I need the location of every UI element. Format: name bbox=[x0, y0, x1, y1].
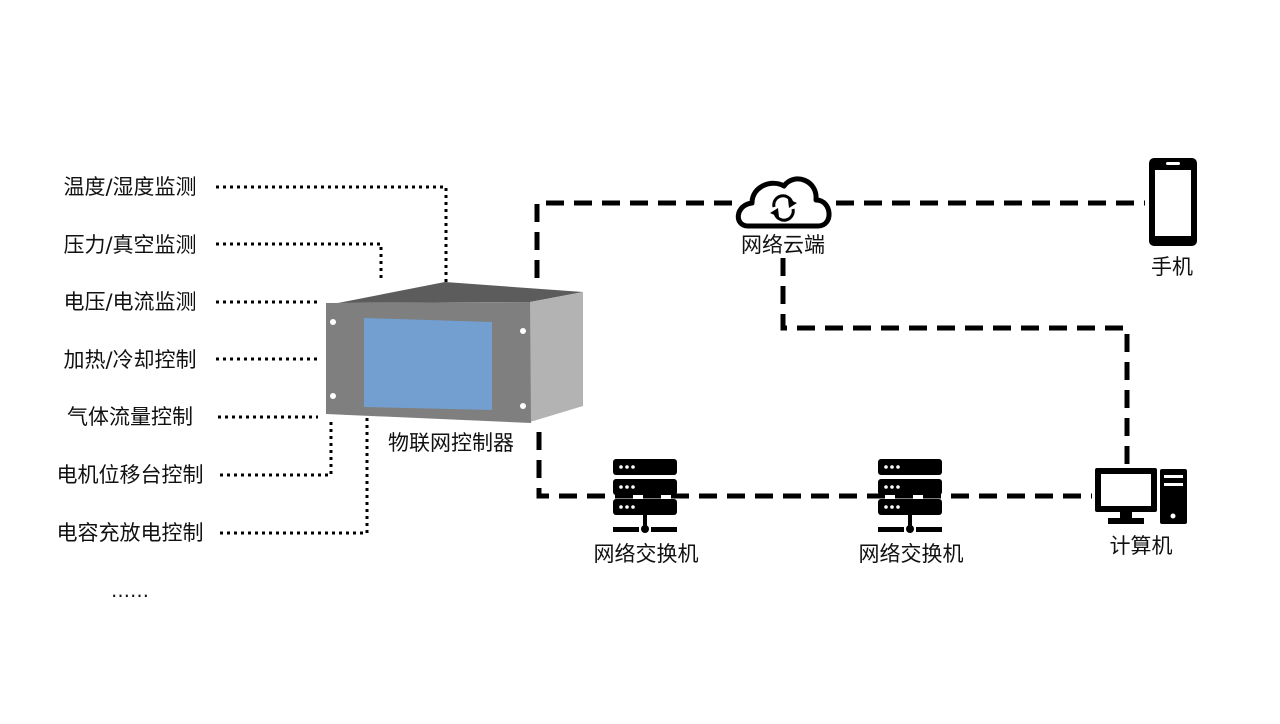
device-screw-icon bbox=[520, 328, 526, 334]
device-screen bbox=[364, 318, 492, 410]
link-cloud-computer bbox=[780, 258, 1130, 465]
monitor-item-voltage-current: 电压/电流监测 bbox=[63, 290, 196, 314]
sensor-connector-lines bbox=[216, 185, 448, 535]
computer-icon bbox=[1095, 468, 1187, 524]
switch-icon bbox=[613, 459, 677, 533]
link-controller-cloud bbox=[534, 200, 740, 278]
switch-label: 网络交换机 bbox=[594, 542, 699, 566]
monitor-item-pressure-vacuum: 压力/真空监测 bbox=[63, 233, 196, 257]
monitor-item-heating-cooling: 加热/冷却控制 bbox=[63, 348, 196, 372]
connector-motor bbox=[220, 418, 333, 477]
connector-capacitor bbox=[220, 418, 369, 535]
monitor-item-gas-flow: 气体流量控制 bbox=[67, 405, 193, 429]
cloud-label: 网络云端 bbox=[741, 233, 825, 257]
switch-icon bbox=[878, 459, 942, 533]
device-top-face bbox=[338, 282, 583, 303]
phone-icon bbox=[1149, 158, 1197, 246]
monitor-item-capacitor: 电容充放电控制 bbox=[57, 521, 204, 545]
phone-label: 手机 bbox=[1151, 255, 1193, 279]
monitor-item-temperature-humidity: 温度/湿度监测 bbox=[63, 175, 196, 199]
device-screw-icon bbox=[330, 393, 336, 399]
connector-pressure bbox=[216, 242, 383, 282]
cloud-icon bbox=[735, 176, 832, 229]
device-screw-icon bbox=[520, 403, 526, 409]
monitor-item-motor-stage: 电机位移台控制 bbox=[57, 463, 204, 487]
controller-label: 物联网控制器 bbox=[388, 431, 514, 455]
switch-label: 网络交换机 bbox=[859, 542, 964, 566]
device-side-face bbox=[530, 292, 583, 422]
computer-label: 计算机 bbox=[1110, 534, 1173, 558]
monitor-item-ellipsis: …… bbox=[111, 580, 149, 602]
link-controller-switches-computer bbox=[536, 432, 1092, 499]
device-screw-icon bbox=[330, 319, 336, 325]
network-lines bbox=[534, 200, 1145, 499]
connector-temperature bbox=[216, 185, 448, 282]
iot-controller-device bbox=[326, 282, 583, 423]
monitor-item-list: 温度/湿度监测 压力/真空监测 电压/电流监测 加热/冷却控制 气体流量控制 电… bbox=[57, 175, 204, 602]
